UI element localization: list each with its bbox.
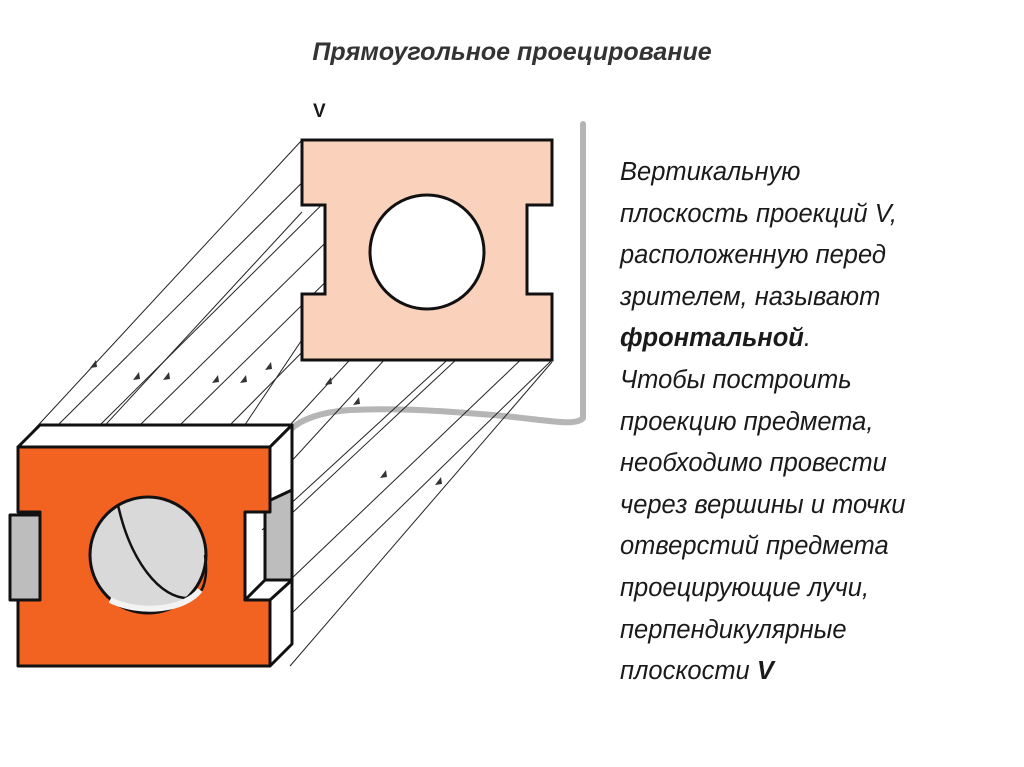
object-hole-light xyxy=(108,587,203,612)
text-body: Чтобы построить проекцию предмета, необх… xyxy=(620,365,906,686)
ray-arrows xyxy=(90,360,442,485)
slide-title: Прямоугольное проецирование xyxy=(312,38,712,66)
left-slot-face xyxy=(8,513,42,602)
text-period: . xyxy=(803,324,811,353)
plane-v-label: V xyxy=(313,101,326,122)
description-text: Вертикальную плоскость проекций V, распо… xyxy=(620,152,1020,693)
text-plane-letter: V xyxy=(756,657,774,686)
object-3d xyxy=(8,423,294,668)
projection-hole xyxy=(368,193,486,311)
projection-on-plane-v xyxy=(300,138,554,362)
text-intro: Вертикальную плоскость проекций V, распо… xyxy=(620,158,897,311)
right-slot-ledge xyxy=(243,578,294,602)
object-hole-inner xyxy=(116,504,208,600)
object-hole xyxy=(88,495,208,615)
plane-v-edge xyxy=(287,121,586,433)
text-term: фронтальной xyxy=(620,324,804,353)
object-top-face xyxy=(16,423,294,449)
